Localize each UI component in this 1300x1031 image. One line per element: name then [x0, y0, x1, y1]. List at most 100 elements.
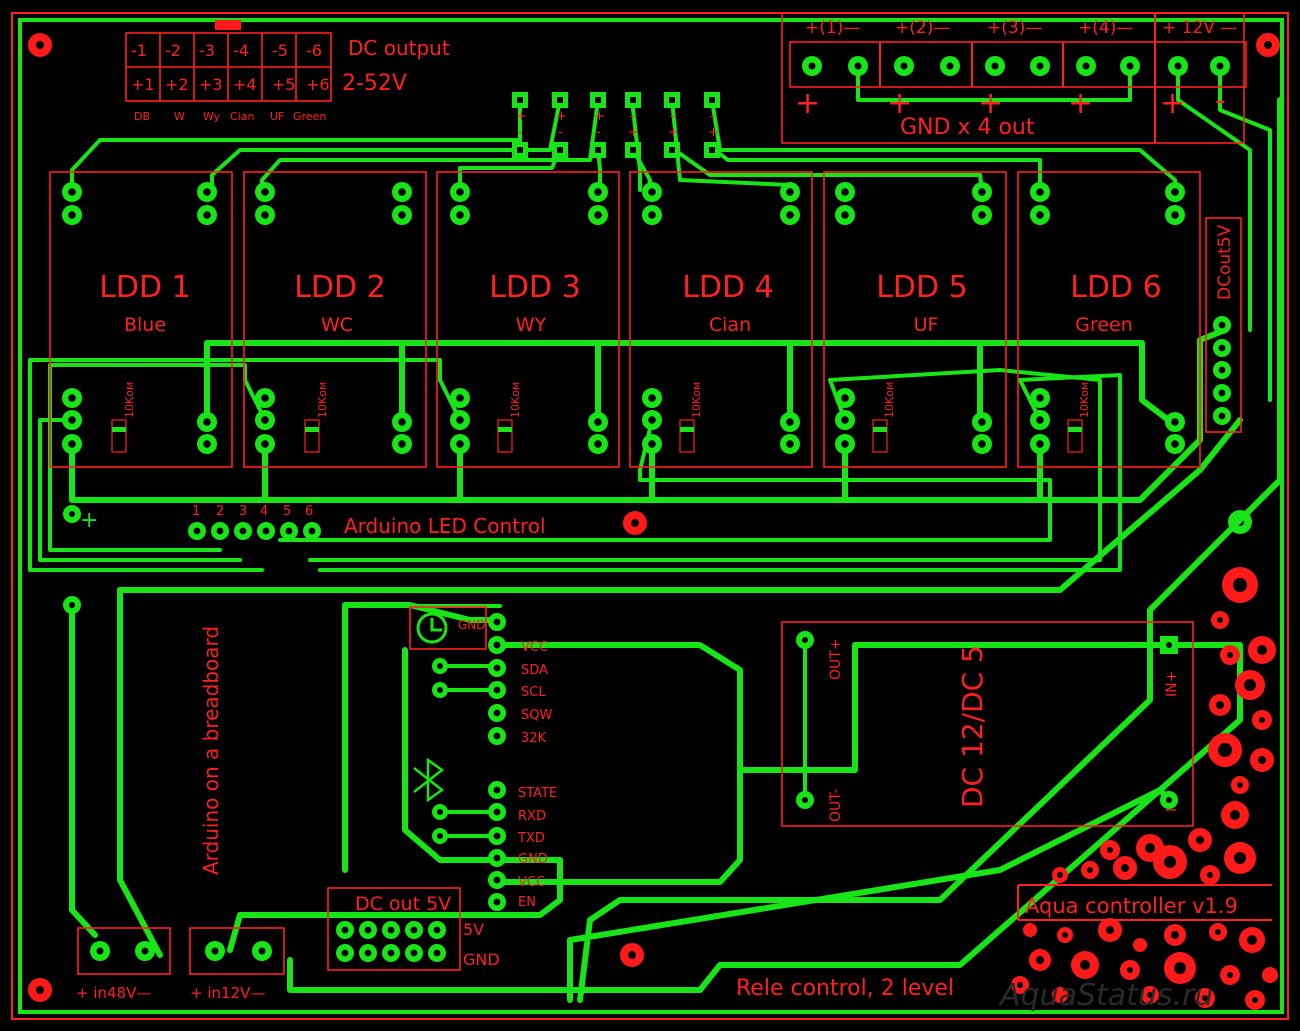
rtc-module: GND VCC SDA SCL SQW 32K — [409, 606, 552, 746]
svg-text:-: - — [596, 125, 601, 140]
plus-term-2: +2 — [165, 75, 189, 94]
ldd-5-ctrl-pin — [835, 434, 855, 454]
ldd-4-ctrl-pin — [642, 410, 662, 430]
arduino-led-control: 1 2 3 4 5 6 Arduino LED Control + — [63, 504, 546, 614]
minus-term-5: -5 — [272, 41, 288, 60]
in12v-label: + in12V— — [190, 984, 265, 1002]
plus-term-4: +4 — [233, 75, 257, 94]
dcout5v-pin — [1213, 407, 1231, 425]
arduino-pin-label-4: 4 — [260, 504, 268, 519]
rtc-pin-sqw: SQW — [521, 708, 552, 723]
bluetooth-module: STATE RXD TXD GND VCC EN — [413, 757, 557, 911]
terminal-header-12v: + 12V — — [1162, 18, 1237, 38]
ldd-5-top-pin — [972, 205, 992, 225]
bt-pin-rxd: RXD — [518, 809, 546, 824]
dc5v-pin — [428, 921, 446, 939]
ldd-pins — [62, 182, 1185, 454]
dc-out-5v-title: DC out 5V — [355, 893, 451, 915]
dcout5v-pin — [1213, 339, 1231, 357]
minus-term-3: -3 — [199, 41, 215, 60]
mounting-holes — [28, 33, 1280, 1002]
ldd-4-out-pin — [780, 434, 800, 454]
ldd-1-out-pin — [197, 434, 217, 454]
rtc-pin — [488, 613, 506, 631]
terminal-header-3: +(3)— — [987, 18, 1042, 38]
svg-text:+: + — [887, 86, 912, 121]
dc5v-pin — [336, 921, 354, 939]
svg-text:-: - — [1215, 83, 1226, 118]
arduino-control-pin — [257, 522, 275, 540]
in48v-label: + in48V— — [76, 984, 151, 1002]
ldd-6-ctrl-pin — [1030, 410, 1050, 430]
ldd-1-name: LDD 1 — [99, 270, 191, 305]
channel-label-uf: UF — [270, 110, 284, 123]
ldd-6-name: LDD 6 — [1070, 270, 1162, 305]
ldd-2-out-pin — [392, 412, 412, 432]
plus-term-1: +1 — [131, 75, 155, 94]
clock-hands-icon — [430, 618, 442, 632]
plus-term-6: +6 — [306, 75, 330, 94]
dc-out-gnd-label: GND — [463, 950, 500, 969]
resistor-label-4: 10Kом — [690, 382, 703, 418]
ldd-5-top-pin — [972, 182, 992, 202]
arduino-control-pin — [280, 522, 298, 540]
channel-label-wy: Wy — [203, 110, 221, 123]
ldd-3-ctrl-pin — [450, 434, 470, 454]
arduino-control-pin — [211, 522, 229, 540]
rtc-pin-scl: SCL — [521, 685, 546, 700]
bt-pin-txd: TXD — [517, 831, 545, 846]
decorative-circle-pattern — [1011, 567, 1278, 1010]
ldd-6-top-pin — [1030, 205, 1050, 225]
bt-pin — [488, 803, 506, 821]
dc5v-pin — [428, 944, 446, 962]
arduino-control-pin — [303, 522, 321, 540]
ldd-1-ctrl-pin — [62, 410, 82, 430]
rtc-pin — [488, 681, 506, 699]
arduino-control-pin — [188, 522, 206, 540]
dc5v-pin — [405, 921, 423, 939]
version-block: Aqua controller v1.9 — [1017, 884, 1272, 921]
ldd-5-out-pin — [972, 412, 992, 432]
version-label: Aqua controller v1.9 — [1025, 894, 1238, 918]
gnd-out-label: GND x 4 out — [900, 115, 1035, 140]
ldd-6-top-pin — [1030, 182, 1050, 202]
dcout5v-pin — [1213, 316, 1231, 334]
bt-pin-gnd: GND — [518, 852, 548, 867]
ldd-3-top-pin — [588, 182, 608, 202]
ldd-3-color: WY — [516, 314, 547, 336]
minus-term-1: -1 — [131, 41, 147, 60]
board-outline — [11, 12, 1289, 1020]
ldd-1-top-pin — [62, 182, 82, 202]
watermark-text: AquaStatus.ru — [998, 978, 1213, 1013]
dc5v-pin — [359, 921, 377, 939]
power-inputs: + in48V— + in12V— — [76, 927, 285, 1002]
arduino-breadboard-label: Arduino on a breadboard — [199, 626, 223, 875]
channel-label-cian: Cian — [230, 110, 254, 123]
plus-term-3: +3 — [199, 75, 223, 94]
bt-pin-en: EN — [518, 895, 536, 910]
channel-label-w: W — [174, 110, 185, 123]
rtc-pin-32k: 32K — [521, 731, 547, 746]
svg-text:+: + — [628, 125, 639, 140]
ldd-1-out-pin — [197, 412, 217, 432]
ldd-2-ctrl-pin — [255, 410, 275, 430]
ldd-modules: LDD 1 Blue LDD 2 WC LDD 3 WY LDD 4 Cian … — [49, 171, 1201, 468]
dc5v-pin — [405, 944, 423, 962]
copper-traces — [28, 64, 1283, 1003]
ldd-4-top-pin — [642, 205, 662, 225]
ldd-1-color: Blue — [124, 314, 166, 336]
ldd-5-ctrl-pin — [835, 410, 855, 430]
dcout5v-pin — [1213, 384, 1231, 402]
dc5v-pin — [382, 944, 400, 962]
ldd-2-ctrl-pin — [255, 434, 275, 454]
rtc-pin — [488, 659, 506, 677]
ldd-3-ctrl-pin — [450, 410, 470, 430]
ldd-2-color: WC — [321, 314, 353, 336]
ldd-6-top-pin — [1165, 182, 1185, 202]
dc-out-5v-label: 5V — [463, 920, 484, 939]
ldd-6-top-pin — [1165, 205, 1185, 225]
ldd-1-ctrl-pin — [62, 388, 82, 408]
ldd-1-top-pin — [197, 182, 217, 202]
ldd-1-ctrl-pin — [62, 434, 82, 454]
svg-text:+: + — [1160, 86, 1185, 121]
